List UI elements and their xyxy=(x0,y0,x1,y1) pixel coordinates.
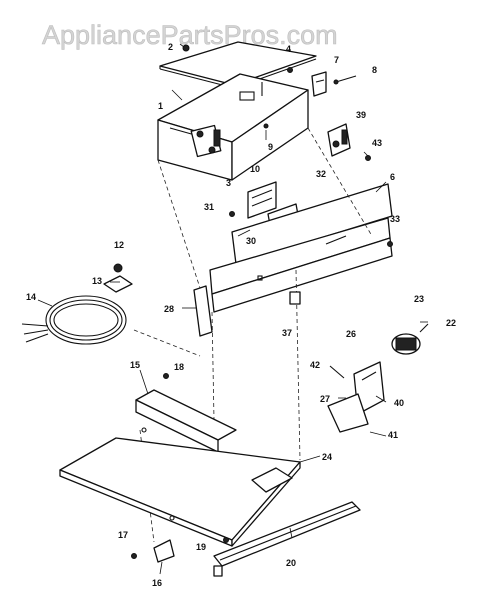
callout-10: 10 xyxy=(250,164,260,174)
callout-41: 41 xyxy=(388,430,398,440)
callout-42: 42 xyxy=(310,360,320,370)
callout-23: 23 xyxy=(414,294,424,304)
callout-40: 40 xyxy=(394,398,404,408)
callout-32: 32 xyxy=(316,169,326,179)
part-thermostat-23 xyxy=(391,323,429,355)
callout-4: 4 xyxy=(286,44,291,54)
screw-43 xyxy=(365,155,371,161)
callout-16: 16 xyxy=(152,578,162,588)
callout-31: 31 xyxy=(204,202,214,212)
part-plate-13 xyxy=(103,275,133,293)
part-board-10 xyxy=(247,181,277,219)
callout-13: 13 xyxy=(92,276,102,286)
callout-1: 1 xyxy=(158,101,163,111)
callout-15: 15 xyxy=(130,360,140,370)
part-trim-20 xyxy=(213,501,361,577)
callout-30: 30 xyxy=(246,236,256,246)
callout-2: 2 xyxy=(168,42,173,52)
callout-26: 26 xyxy=(346,329,356,339)
callout-12: 12 xyxy=(114,240,124,250)
part-bracket-7 xyxy=(311,71,327,97)
callout-27: 27 xyxy=(320,394,330,404)
callout-3: 3 xyxy=(226,178,231,188)
part-power-cord-14 xyxy=(21,295,127,345)
part-control-housing xyxy=(157,73,309,181)
screw-8 xyxy=(333,75,357,85)
part-control-panel-6 xyxy=(209,183,393,313)
screw-18 xyxy=(163,373,169,379)
part-bracket-assembly xyxy=(327,361,385,433)
screw-33 xyxy=(387,241,393,247)
part-switch-3 xyxy=(190,124,222,158)
screw-9 xyxy=(263,123,269,129)
part-bracket-16 xyxy=(153,539,175,563)
screw-2 xyxy=(179,43,190,52)
screw-17 xyxy=(131,553,137,559)
callout-37: 37 xyxy=(282,328,292,338)
screw-4 xyxy=(287,67,293,73)
callout-20: 20 xyxy=(286,558,296,568)
part-wire-42 xyxy=(329,365,345,379)
callout-9: 9 xyxy=(268,142,273,152)
callout-14: 14 xyxy=(26,292,36,302)
part-bracket-28 xyxy=(193,285,213,337)
callout-8: 8 xyxy=(372,65,377,75)
callout-17: 17 xyxy=(118,530,128,540)
part-knob-12 xyxy=(113,263,123,273)
callout-28: 28 xyxy=(164,304,174,314)
callout-24: 24 xyxy=(322,452,332,462)
callout-33: 33 xyxy=(390,214,400,224)
part-bottom-plate-24 xyxy=(59,427,301,547)
part-clip-37 xyxy=(289,291,301,305)
callout-7: 7 xyxy=(334,55,339,65)
callout-6: 6 xyxy=(390,172,395,182)
watermark: AppliancePartsPros.com xyxy=(42,20,338,50)
screw-31 xyxy=(229,211,235,217)
callout-43: 43 xyxy=(372,138,382,148)
callout-22: 22 xyxy=(446,318,456,328)
callout-19: 19 xyxy=(196,542,206,552)
part-relay-39 xyxy=(327,123,351,157)
callout-39: 39 xyxy=(356,110,366,120)
callout-18: 18 xyxy=(174,362,184,372)
screw-19 xyxy=(223,537,229,543)
